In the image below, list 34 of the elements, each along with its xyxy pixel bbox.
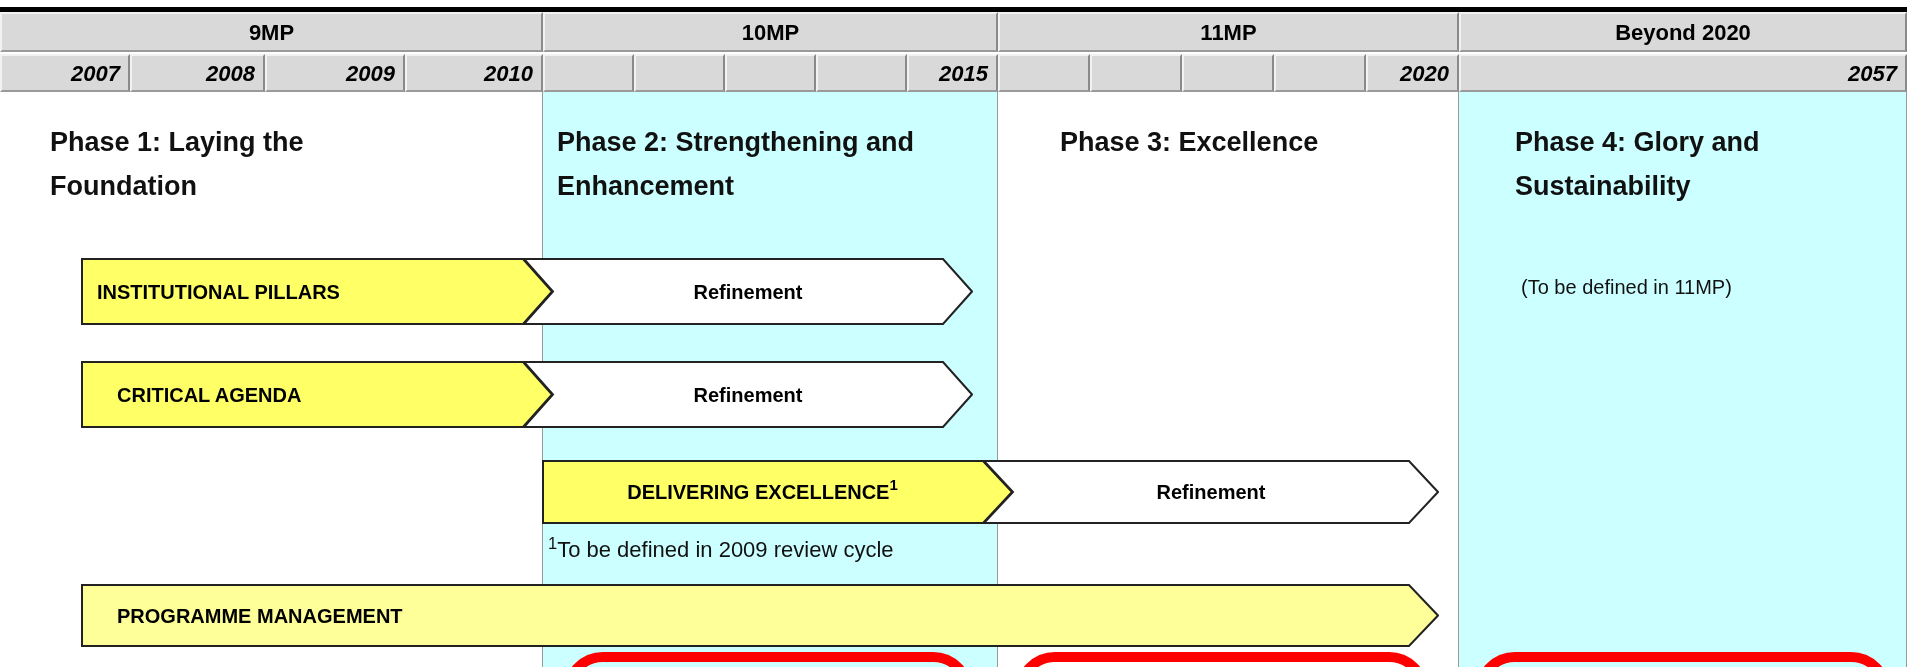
phase-title: Phase 2: Strengthening and Enhancement: [557, 126, 916, 203]
year-header: 2015: [907, 54, 998, 92]
year-header: 2010: [405, 54, 543, 92]
year-header: [634, 54, 725, 92]
footnote: $^{1}$To be defined in 2009 review cycle: [548, 533, 894, 564]
year-header: [1090, 54, 1182, 92]
plan-period-header: 10MP: [543, 12, 998, 52]
plan-period-header: 11MP: [998, 12, 1459, 52]
year-header: [725, 54, 816, 92]
phase-title: Phase 4: Glory and Sustainability: [1515, 126, 1761, 203]
year-header: 2007: [0, 54, 130, 92]
bar-label: CRITICAL AGENDA: [117, 382, 302, 408]
year-header: 2020: [1366, 54, 1459, 92]
year-header: [1182, 54, 1274, 92]
bar-label: DELIVERING EXCELLENCE$^{1}$: [626, 474, 899, 505]
phase-note: (To be defined in 11MP): [1521, 275, 1733, 300]
year-header: 2009: [265, 54, 405, 92]
year-header: 2008: [130, 54, 265, 92]
bar-label: Refinement: [1155, 480, 1267, 505]
year-header: 2057: [1459, 54, 1907, 92]
bar-label: Refinement: [692, 279, 804, 305]
year-header: [1274, 54, 1366, 92]
phase-column: [1459, 92, 1907, 667]
bar-label: PROGRAMME MANAGEMENT: [117, 603, 403, 629]
year-header: [998, 54, 1090, 92]
year-header: [816, 54, 907, 92]
phase-title: Phase 3: Excellence: [1060, 126, 1320, 159]
bar-label: INSTITUTIONAL PILLARS: [97, 279, 340, 305]
plan-period-header: Beyond 2020: [1459, 12, 1907, 52]
chevron-bar: [81, 584, 1439, 647]
phase-title: Phase 1: Laying the Foundation: [50, 126, 305, 203]
plan-period-header: 9MP: [0, 12, 543, 52]
bar-label: Refinement: [692, 382, 804, 408]
year-header: [543, 54, 634, 92]
